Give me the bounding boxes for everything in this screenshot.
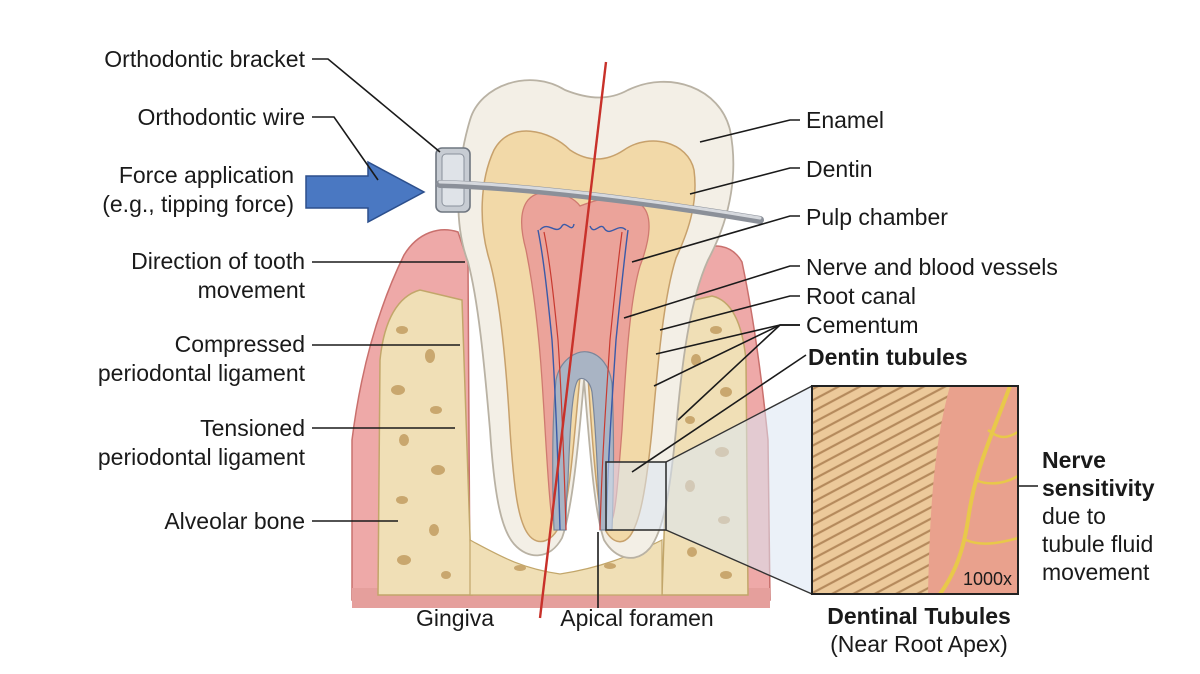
inset-title: Dentinal Tubules: [827, 603, 1011, 629]
orthodontic-wire: [436, 180, 764, 224]
label-gingiva: Gingiva: [416, 605, 494, 631]
label-orthodontic-bracket: Orthodontic bracket: [104, 46, 305, 72]
nerve-note-line5: movement: [1042, 559, 1150, 585]
label-compressed-pdl-2: periodontal ligament: [98, 360, 306, 386]
orthodontic-bracket: [435, 147, 471, 213]
label-compressed-pdl: Compressed: [175, 331, 305, 357]
rotation-axis-line: [538, 61, 608, 619]
label-dentin: Dentin: [806, 156, 872, 182]
label-direction-of-movement: Direction of tooth: [131, 248, 305, 274]
label-root-canal: Root canal: [806, 283, 916, 309]
inset-zoom: [605, 385, 1019, 595]
label-pulp-chamber: Pulp chamber: [806, 204, 948, 230]
nerve-note-line3: due to: [1042, 503, 1106, 529]
label-dentin-tubules: Dentin tubules: [808, 344, 968, 370]
label-alveolar-bone: Alveolar bone: [164, 508, 305, 534]
tooth: [457, 79, 735, 559]
label-force-application: Force application: [119, 162, 294, 188]
right-leader-lines: [597, 119, 1038, 608]
inset-magnification: 1000x: [963, 569, 1012, 589]
label-force-application-detail: (e.g., tipping force): [102, 191, 294, 217]
label-enamel: Enamel: [806, 107, 884, 133]
inset-subtitle: (Near Root Apex): [830, 631, 1008, 657]
nerve-note-line1: Nerve: [1042, 447, 1106, 473]
force-arrow-icon: [305, 160, 426, 224]
left-leader-lines: [312, 58, 465, 522]
nerve-note-line4: tubule fluid: [1042, 531, 1153, 557]
label-direction-of-movement-2: movement: [198, 277, 306, 303]
label-tensioned-pdl-2: periodontal ligament: [98, 444, 306, 470]
label-apical-foramen: Apical foramen: [560, 605, 713, 631]
label-cementum: Cementum: [806, 312, 918, 338]
label-orthodontic-wire: Orthodontic wire: [138, 104, 305, 130]
nerve-note-line2: sensitivity: [1042, 475, 1155, 501]
label-tensioned-pdl: Tensioned: [200, 415, 305, 441]
label-nerve-blood-vessels: Nerve and blood vessels: [806, 254, 1058, 280]
